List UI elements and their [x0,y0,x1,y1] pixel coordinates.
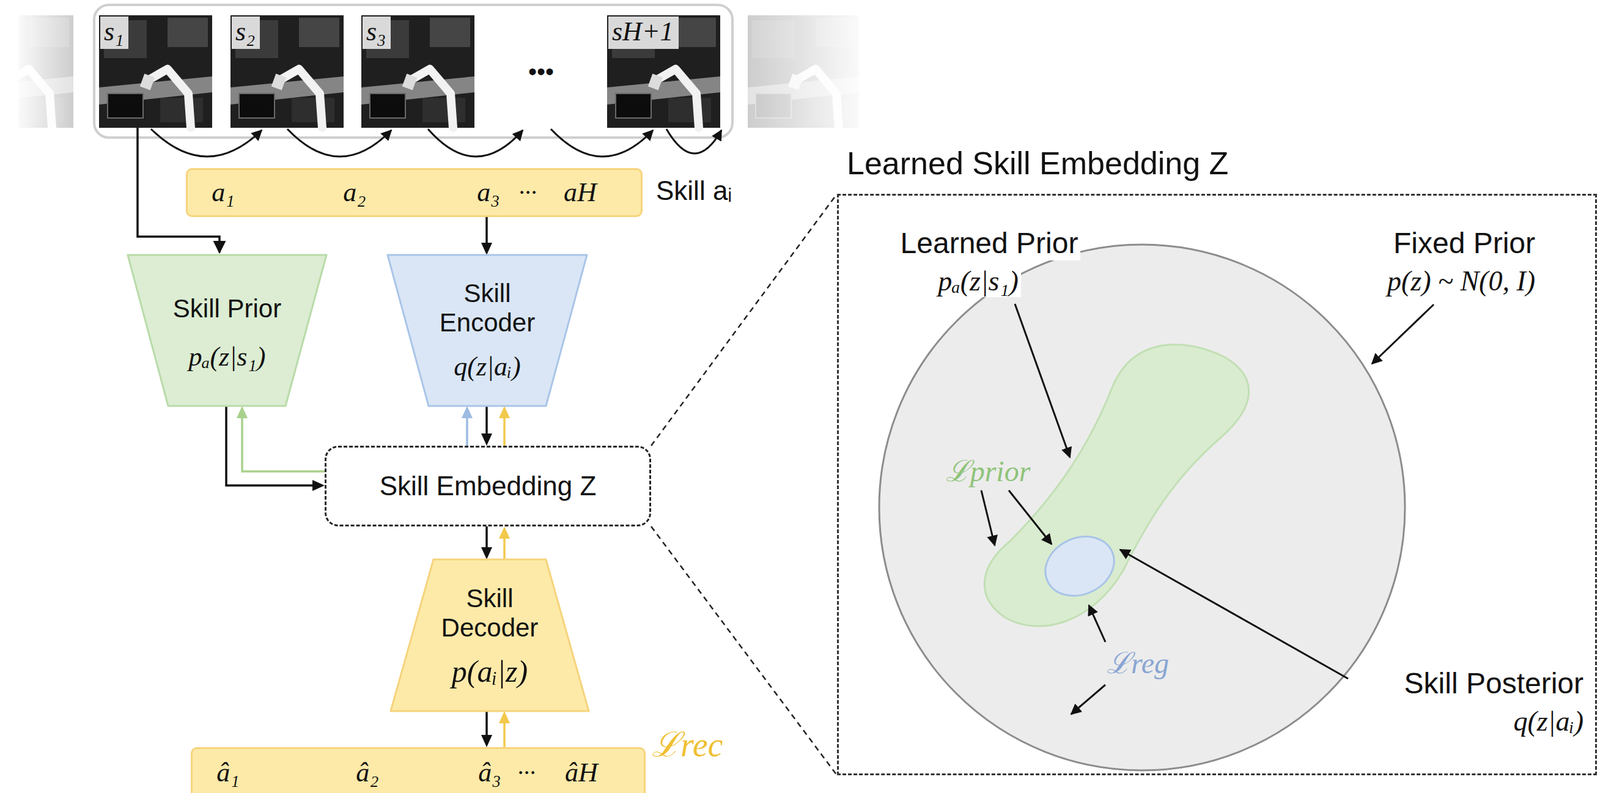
fixed-prior-circle [879,244,1405,771]
skill-label: Skill aᵢ [656,175,732,207]
node-text-stack: Skill Encoder q(z|aᵢ) [387,254,587,406]
connector-arrow [461,405,473,446]
callout-formula: pₐ(z|s₁) [935,265,1022,298]
loss-label: ℒprior [945,454,1031,488]
connector-arrow [236,405,325,472]
sequence-symbol: â₃ [478,757,501,789]
state-label: s₂ [231,16,260,49]
panel-heading: Learned Skill Embedding Z [846,145,1229,183]
connector-line [503,415,506,446]
node-text-stack: Skill Decoder p(aᵢ|z) [390,559,589,712]
ellipsis-mark: ••• [528,57,554,86]
connector-arrow [481,217,493,255]
faded-frame-right [747,15,859,128]
loss-label: ℒrec [651,725,723,765]
faded-frame-left [18,15,74,128]
connector-arrow [481,526,493,560]
arrow-head [481,734,493,748]
skill-posterior-ellipse [1035,525,1124,607]
arrow-head [481,433,493,446]
connector-line [226,405,315,486]
connector-line [485,526,488,550]
sequence-symbol: â₂ [355,757,379,789]
trapezoid-shape [127,254,327,406]
connector-line [485,217,488,246]
sequence-symbol: âH [564,757,598,789]
connector-line [485,405,488,436]
sequence-symbol: ··· [517,758,536,787]
skill-prior-trapezoid: Skill Prior pₐ(z|s₁) [127,254,327,406]
callout-title: Skill Posterior [1404,666,1584,701]
arrow-head [312,479,325,491]
connector-arrow [651,193,837,446]
connector-line [485,711,488,738]
action-sequence-band: a₁ a₂ a₃ ··· aH [185,168,643,218]
arrow-head [236,405,248,419]
fade-overlay [747,15,859,128]
connector-arrow [651,526,837,776]
sequence-symbol: ··· [518,178,537,207]
callout-formula: p(z) ~ N(0, I) [1387,265,1536,298]
callout-title: Learned Prior [898,226,1081,260]
trapezoid-shape [390,559,589,712]
node-title: Skill Prior [173,294,282,324]
connector-arrow [481,405,493,446]
connector-arrow [481,711,493,748]
connector-line [503,536,506,560]
node-text-stack: Skill Embedding Z [326,447,650,525]
node-title: Skill Decoder [428,583,551,644]
arrow-head [461,405,473,419]
arrow-head [498,405,510,419]
state-image [230,15,344,128]
sequence-symbol: a₁ [211,177,235,209]
trapezoid-outline [127,254,327,406]
connector-arrow [498,711,510,748]
connector-line [503,720,506,748]
arrow-head [498,711,510,724]
node-title: Skill Encoder [426,278,549,339]
node-text-stack: Skill Prior pₐ(z|s₁) [127,254,327,406]
arrow-head [498,526,510,539]
node-formula: pₐ(z|s₁) [188,341,266,373]
loss-label: ℒreg [1106,646,1169,680]
node-formula: p(aᵢ|z) [451,654,528,690]
skill-encoder-trapezoid: Skill Encoder q(z|aᵢ) [387,254,587,406]
skill-decoder-trapezoid: Skill Decoder p(aᵢ|z) [390,559,589,712]
callout-formula: q(z|aᵢ) [1513,705,1584,738]
sequence-symbol: aH [563,177,597,209]
node-title: Skill Embedding Z [379,470,597,502]
state-label: s₃ [362,16,391,49]
leader-arrows [981,303,1434,715]
trapezoid-shape [387,254,587,406]
arrow-head [481,547,493,560]
skill-embedding-box: Skill Embedding Z [324,445,652,527]
node-formula: q(z|aᵢ) [453,351,521,383]
sequence-symbol: â₁ [216,757,240,789]
connector-line [242,415,325,472]
connector-line [651,193,837,446]
connector-line [651,526,837,776]
state-image [607,15,721,128]
connector-arrow [226,405,325,491]
arrow-head [481,242,493,255]
connector-line [465,415,469,446]
state-image [99,15,213,128]
state-image [361,15,475,128]
state-label: sH+1 [608,16,679,49]
state-label: s₁ [100,16,129,49]
callout-title: Fixed Prior [1393,226,1536,260]
sequence-symbol: a₂ [342,177,366,209]
fade-overlay [18,15,74,128]
sequence-symbol: a₃ [476,177,500,209]
reconstruction-band: â₁ â₂ â₃ ··· âH [190,747,646,793]
connector-arrow [498,405,510,446]
connector-arrow [498,526,510,560]
trajectory-frame [94,4,733,138]
transition-arcs [151,129,722,157]
